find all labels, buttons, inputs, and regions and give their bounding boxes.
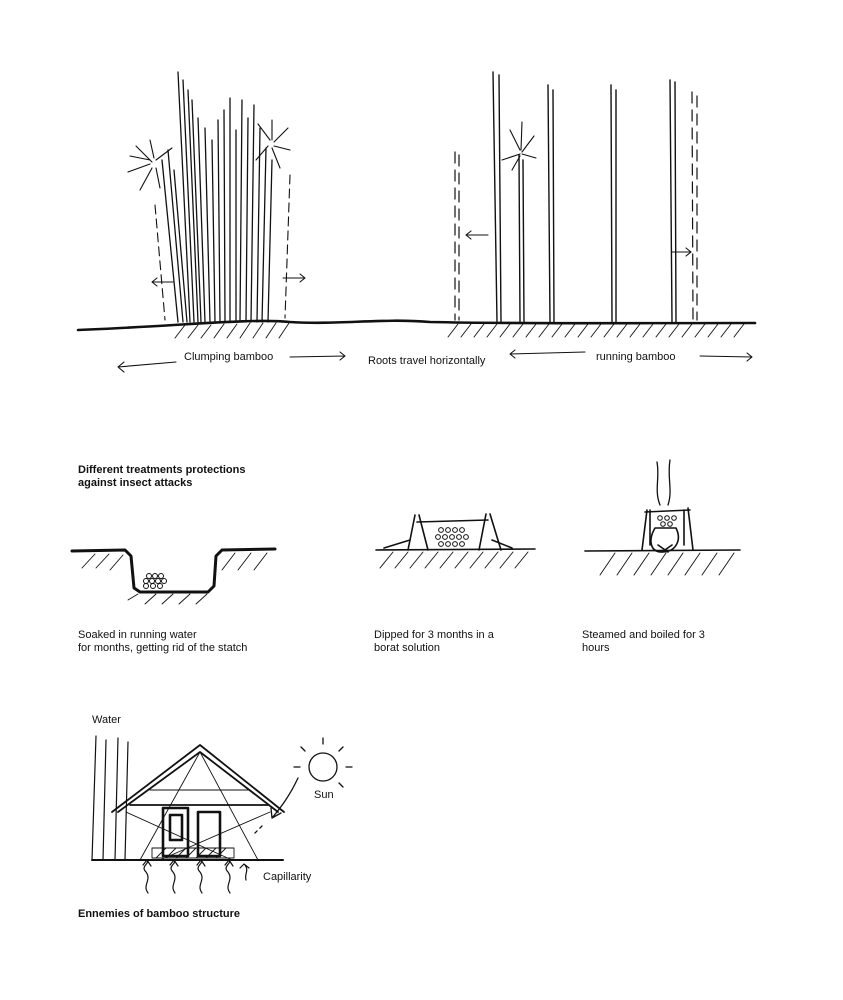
steam-plumes	[656, 459, 671, 506]
spread-arrows	[117, 230, 753, 373]
running-leaves	[501, 121, 537, 171]
water-label: Water	[92, 714, 121, 726]
clumping-bamboo-culms	[161, 71, 273, 323]
hut-bracing	[125, 751, 271, 861]
dip-rack	[383, 513, 513, 551]
capillarity-label: Capillarity	[263, 871, 312, 883]
clumping-new-shoots	[154, 174, 291, 321]
soak-caption-line2: for months, getting rid of the statch	[78, 642, 248, 654]
soak-trench-hatching	[81, 552, 268, 605]
dip-ground-hatching	[379, 551, 529, 569]
dipped-bamboo-bundle	[435, 527, 469, 547]
sun-icon	[293, 737, 353, 788]
sun-ray-arrow	[253, 777, 299, 835]
rain-lines	[91, 735, 129, 861]
running-new-shoots	[454, 91, 698, 321]
enemies-caption: Ennemies of bamboo structure	[78, 908, 240, 920]
roots-travel-label: Roots travel horizontally	[368, 355, 486, 367]
sun-label: Sun	[314, 789, 334, 801]
ground-line	[76, 319, 757, 332]
clumping-leaves	[127, 119, 291, 191]
steam-frame	[641, 507, 694, 553]
capillarity-arrows	[142, 859, 250, 894]
steam-caption-line1: Steamed and boiled for 3	[582, 629, 705, 641]
steam-ground-line	[584, 549, 741, 552]
clumping-bamboo-label: Clumping bamboo	[184, 351, 274, 363]
steamed-bamboo-bundle	[657, 515, 677, 527]
dip-caption-line2: borat solution	[374, 642, 441, 654]
treatments-heading-line2: against insect attacks	[78, 477, 193, 489]
running-bamboo-label: running bamboo	[596, 351, 676, 363]
dip-caption-line1: Dipped for 3 months in a	[374, 629, 494, 641]
steam-ground-hatching	[599, 552, 735, 576]
ground-hatching	[174, 322, 745, 339]
soaked-bamboo-bundle	[143, 573, 167, 589]
hut-walls	[161, 806, 222, 858]
steam-caption-line2: hours	[582, 642, 610, 654]
soak-caption-line1: Soaked in running water	[78, 629, 197, 641]
soak-trench	[70, 547, 277, 594]
hut-plinth	[151, 847, 235, 859]
running-bamboo-culms	[492, 71, 677, 323]
treatments-heading-line1: Different treatments protections	[78, 464, 246, 476]
dip-ground-line	[375, 548, 536, 551]
